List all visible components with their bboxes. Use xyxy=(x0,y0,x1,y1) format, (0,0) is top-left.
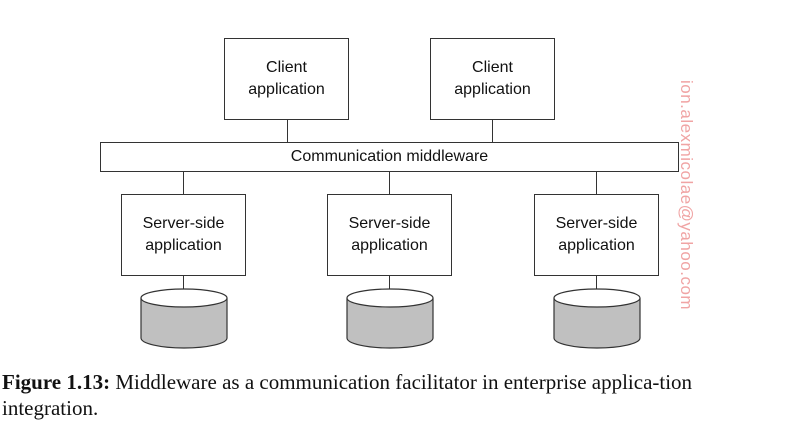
client-connector-line xyxy=(492,120,493,142)
server-connector-line xyxy=(389,172,390,194)
database-cylinder-icon xyxy=(140,288,228,349)
client-connector-line xyxy=(287,120,288,142)
email-watermark: ion.alexmicolae@yahoo.com xyxy=(677,80,696,311)
communication-middleware-bar: Communication middleware xyxy=(100,142,679,172)
client-application-box: Client application xyxy=(224,38,349,120)
server-connector-line xyxy=(183,172,184,194)
figure-caption-text: Middleware as a communication facilitato… xyxy=(2,370,693,420)
server-connector-line xyxy=(596,172,597,194)
figure-caption: Figure 1.13: Middleware as a communicati… xyxy=(2,369,788,421)
database-cylinder-icon xyxy=(346,288,434,349)
server-side-application-box: Server-side application xyxy=(534,194,659,276)
database-connector-line xyxy=(389,276,390,298)
database-cylinder-icon xyxy=(553,288,641,349)
database-connector-line xyxy=(183,276,184,298)
figure-label: Figure 1.13: xyxy=(2,370,111,394)
database-connector-line xyxy=(596,276,597,298)
client-application-box: Client application xyxy=(430,38,555,120)
server-side-application-box: Server-side application xyxy=(121,194,246,276)
server-side-application-box: Server-side application xyxy=(327,194,452,276)
